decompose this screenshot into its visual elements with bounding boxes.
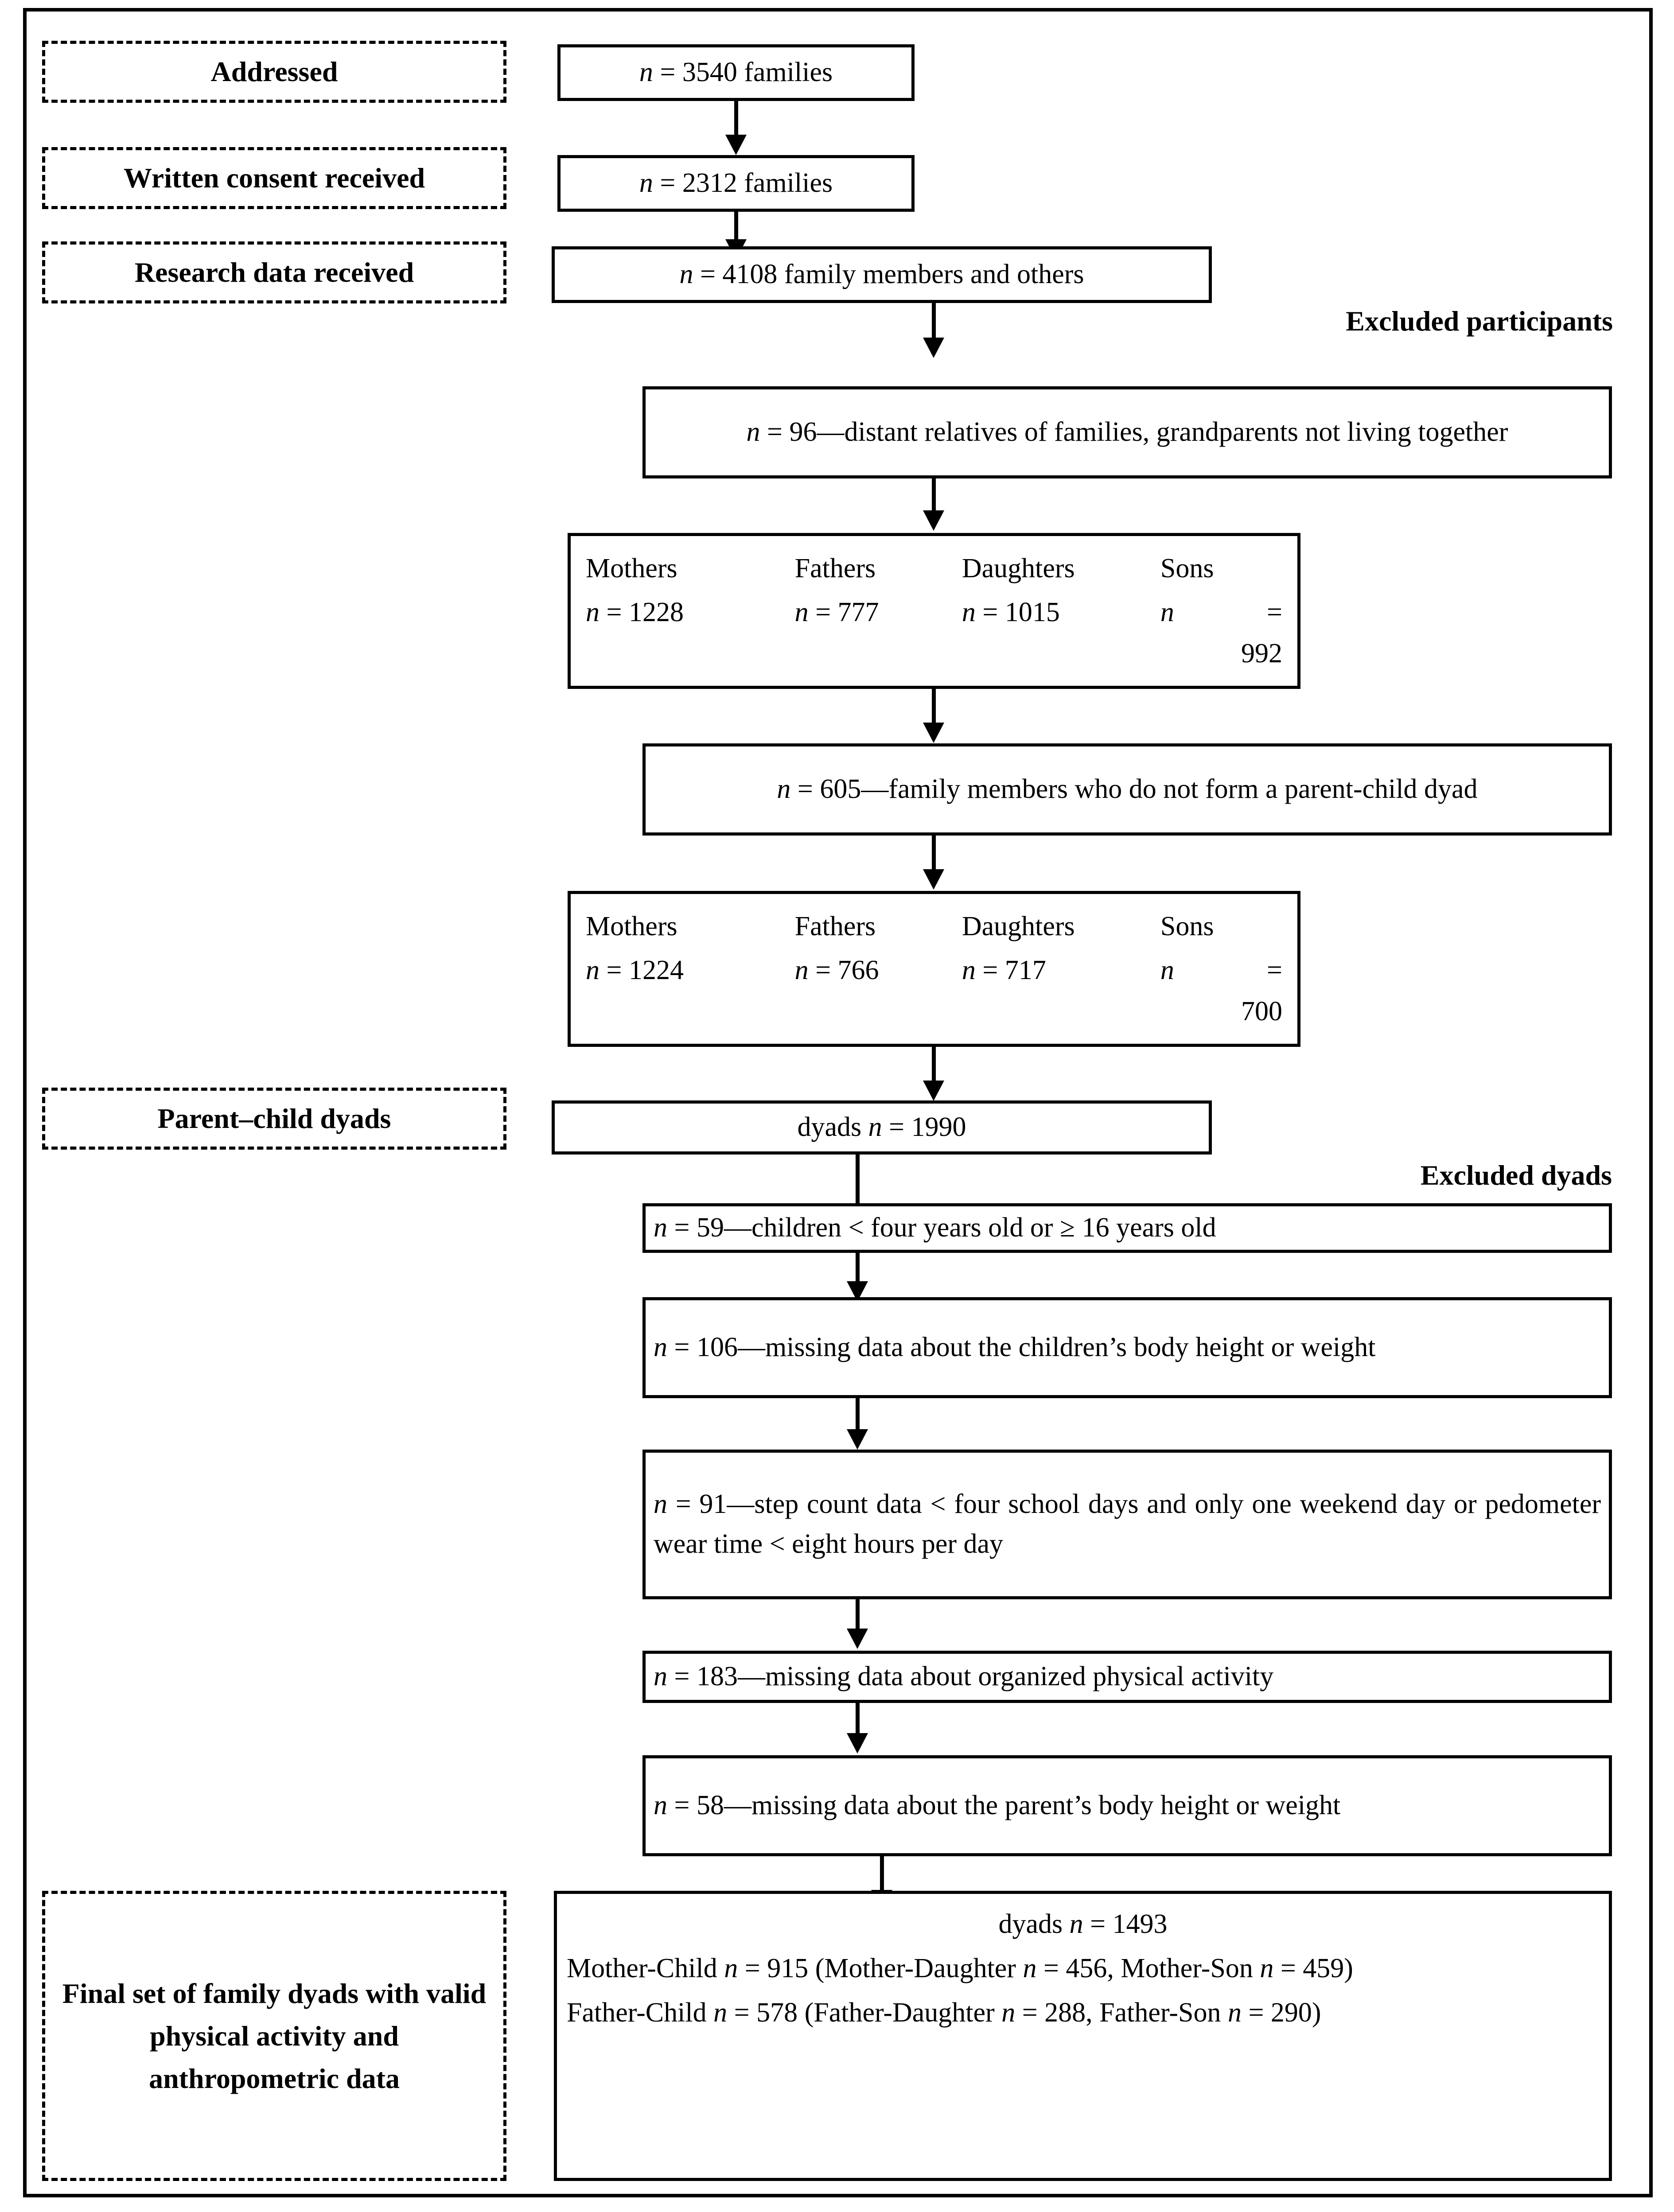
demo2-val-fathers: n = 766 bbox=[794, 955, 879, 985]
node-final-results: dyads n = 1493 Mother-Child n = 915 (Mot… bbox=[554, 1891, 1612, 2181]
rail-label-research-data: Research data received bbox=[42, 241, 506, 303]
final-results-line-mother: Mother-Child n = 915 (Mother-Daughter n … bbox=[567, 1953, 1353, 1983]
node-excluded-58: n = 58—missing data about the parent’s b… bbox=[642, 1755, 1612, 1856]
demo1-val-sons: n = bbox=[1160, 592, 1282, 633]
node-consent-count: n = 2312 families bbox=[557, 155, 915, 212]
demo2-val-daughters: n = 717 bbox=[962, 955, 1046, 985]
demo1-val-sons-prefix: n bbox=[1160, 597, 1174, 627]
demo2-col-fathers: Fathers bbox=[794, 911, 876, 941]
rail-label-final-set-text: Final set of family dyads with valid phy… bbox=[62, 1977, 487, 2094]
demo2-val-sons-equals: = bbox=[1267, 955, 1282, 985]
demo2-col-sons: Sons bbox=[1160, 911, 1214, 941]
demo2-val-sons-number: 700 bbox=[1241, 996, 1282, 1026]
demo2-val-sons: n = bbox=[1160, 950, 1282, 991]
node-addressed-count-text: n = 3540 families bbox=[639, 57, 833, 88]
node-excluded-605: n = 605—family members who do not form a… bbox=[642, 743, 1612, 836]
rail-label-addressed-text: Addressed bbox=[210, 56, 338, 87]
node-dyads-1990: dyads n = 1990 bbox=[552, 1100, 1212, 1155]
node-addressed-count: n = 3540 families bbox=[557, 44, 915, 101]
node-research-data-count: n = 4108 family members and others bbox=[552, 246, 1212, 303]
node-demographics-2: Mothers Fathers Daughters Sons n = 1224 … bbox=[568, 891, 1300, 1047]
caption-excluded-dyads: Excluded dyads bbox=[1420, 1159, 1612, 1191]
final-results-body: dyads n = 1493 Mother-Child n = 915 (Mot… bbox=[557, 1894, 1609, 2033]
node-consent-count-text: n = 2312 families bbox=[639, 168, 833, 198]
demo1-val-daughters: n = 1015 bbox=[962, 597, 1060, 627]
demographics-2-body: Mothers Fathers Daughters Sons n = 1224 … bbox=[571, 906, 1297, 1032]
rail-label-parent-child-dyads-text: Parent–child dyads bbox=[157, 1103, 391, 1134]
node-excluded-91-text: n = 91—step count data < four school day… bbox=[654, 1489, 1601, 1559]
rail-label-parent-child-dyads: Parent–child dyads bbox=[42, 1088, 506, 1150]
node-excluded-183: n = 183—missing data about organized phy… bbox=[642, 1651, 1612, 1703]
rail-label-final-set: Final set of family dyads with valid phy… bbox=[42, 1891, 506, 2181]
node-excluded-106: n = 106—missing data about the children’… bbox=[642, 1297, 1612, 1398]
node-excluded-183-text: n = 183—missing data about organized phy… bbox=[654, 1661, 1274, 1692]
rail-label-research-data-text: Research data received bbox=[134, 257, 414, 288]
demo1-val-mothers: n = 1228 bbox=[586, 597, 684, 627]
node-excluded-91: n = 91—step count data < four school day… bbox=[642, 1450, 1612, 1599]
node-excluded-96-text: n = 96—distant relatives of families, gr… bbox=[746, 417, 1508, 447]
demo2-val-sons-prefix: n bbox=[1160, 955, 1174, 985]
demo1-val-fathers: n = 777 bbox=[794, 597, 879, 627]
node-excluded-59-text: n = 59—children < four years old or ≥ 16… bbox=[654, 1213, 1216, 1243]
final-results-line-dyads: dyads n = 1493 bbox=[998, 1909, 1168, 1939]
node-excluded-96: n = 96—distant relatives of families, gr… bbox=[642, 386, 1612, 478]
demo1-val-sons-number: 992 bbox=[1241, 638, 1282, 669]
final-results-line-father: Father-Child n = 578 (Father-Daughter n … bbox=[567, 1997, 1321, 2028]
rail-label-written-consent-text: Written consent received bbox=[123, 162, 425, 194]
node-excluded-58-text: n = 58—missing data about the parent’s b… bbox=[654, 1790, 1341, 1821]
node-excluded-605-text: n = 605—family members who do not form a… bbox=[777, 774, 1478, 805]
rail-label-written-consent: Written consent received bbox=[42, 147, 506, 209]
caption-excluded-participants: Excluded participants bbox=[1346, 305, 1613, 337]
demo2-col-daughters: Daughters bbox=[962, 911, 1075, 941]
demo1-col-sons: Sons bbox=[1160, 553, 1214, 583]
demo2-col-mothers: Mothers bbox=[586, 911, 677, 941]
demo1-val-sons-equals: = bbox=[1267, 597, 1282, 627]
node-dyads-1990-text: dyads n = 1990 bbox=[797, 1112, 966, 1143]
demo2-val-mothers: n = 1224 bbox=[586, 955, 684, 985]
node-demographics-1: Mothers Fathers Daughters Sons n = 1228 … bbox=[568, 533, 1300, 689]
node-excluded-106-text: n = 106—missing data about the children’… bbox=[654, 1332, 1376, 1363]
node-research-data-count-text: n = 4108 family members and others bbox=[679, 259, 1084, 290]
demo1-col-mothers: Mothers bbox=[586, 553, 677, 583]
node-excluded-59: n = 59—children < four years old or ≥ 16… bbox=[642, 1203, 1612, 1253]
demographics-1-body: Mothers Fathers Daughters Sons n = 1228 … bbox=[571, 548, 1297, 674]
demo1-col-fathers: Fathers bbox=[794, 553, 876, 583]
demo1-col-daughters: Daughters bbox=[962, 553, 1075, 583]
rail-label-addressed: Addressed bbox=[42, 41, 506, 103]
